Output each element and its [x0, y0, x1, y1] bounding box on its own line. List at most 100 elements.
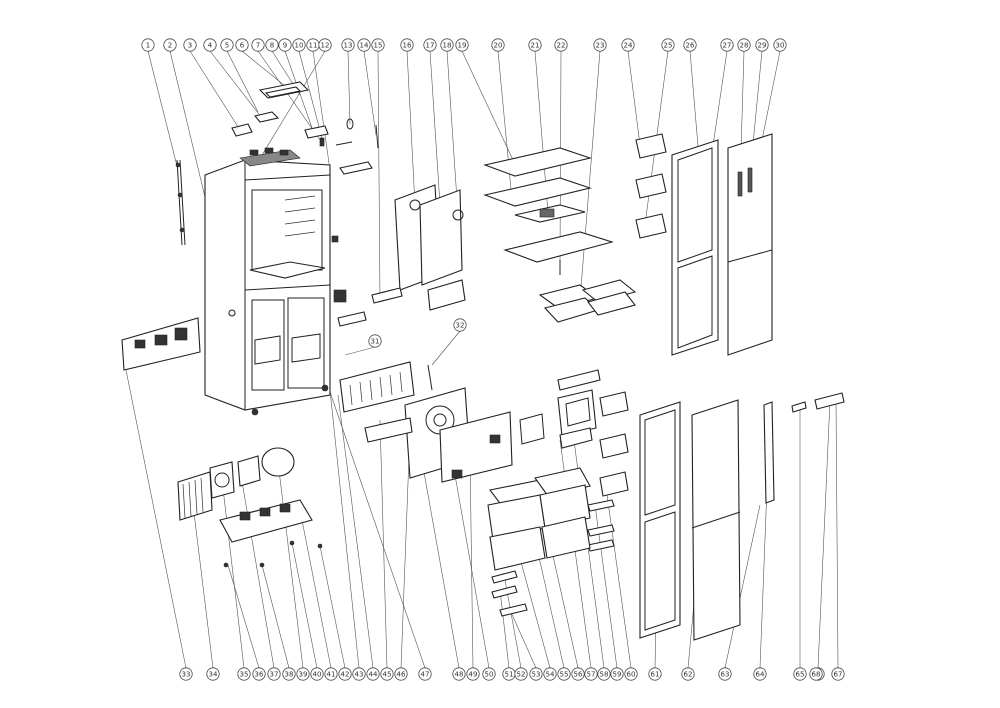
- callout-40: 40: [310, 667, 324, 681]
- leader-line: [312, 50, 331, 171]
- callout-label: 17: [426, 42, 435, 50]
- callout-label: 52: [517, 671, 526, 679]
- callout-label: 44: [369, 671, 378, 679]
- callout-55: 55: [557, 667, 571, 681]
- callout-label: 23: [596, 42, 605, 50]
- freezer-drawers: [487, 467, 591, 571]
- callout-16: 16: [400, 38, 414, 52]
- callout-label: 67: [834, 671, 843, 679]
- callout-12: 12: [318, 38, 332, 52]
- compressor-assembly: [177, 447, 323, 568]
- callout-label: 15: [374, 42, 383, 50]
- refrigerator-cabinet: [204, 147, 347, 416]
- callout-14: 14: [357, 38, 371, 52]
- callout-label: 34: [209, 671, 218, 679]
- callout-label: 57: [587, 671, 596, 679]
- callout-19: 19: [455, 38, 469, 52]
- leader-line: [189, 50, 241, 131]
- leader-line: [461, 50, 521, 176]
- leader-line: [579, 50, 601, 301]
- leader-line: [499, 589, 510, 669]
- callout-label: 39: [299, 671, 308, 679]
- leader-line: [835, 399, 839, 669]
- drawer-rails: [491, 570, 528, 617]
- callout-7: 7: [251, 38, 265, 52]
- callout-23: 23: [593, 38, 607, 52]
- callout-22: 22: [554, 38, 568, 52]
- leader-line: [627, 50, 641, 146]
- callout-label: 55: [560, 671, 569, 679]
- leader-line: [419, 449, 460, 669]
- leader-line: [337, 394, 374, 669]
- leader-line: [431, 330, 461, 366]
- callout-label: 25: [664, 42, 673, 50]
- leader-line: [759, 50, 781, 151]
- leader-line: [604, 479, 632, 669]
- fan-and-duct-assembly: [339, 361, 545, 483]
- leader-lines: [124, 50, 839, 669]
- callout-label: 11: [309, 42, 318, 50]
- callout-49: 49: [466, 667, 480, 681]
- callout-51: 51: [502, 667, 516, 681]
- leader-line: [817, 399, 831, 669]
- callout-label: 5: [225, 42, 229, 50]
- hinge-parts: [791, 392, 845, 413]
- callout-68: 68: [809, 667, 823, 681]
- callout-label: 18: [443, 42, 452, 50]
- callout-30: 30: [773, 38, 787, 52]
- callout-label: 1: [146, 42, 150, 50]
- leader-line: [291, 542, 318, 669]
- leader-line: [241, 50, 291, 91]
- callout-label: 45: [383, 671, 392, 679]
- callout-label: 19: [458, 42, 467, 50]
- callout-1: 1: [141, 38, 155, 52]
- callout-59: 59: [610, 667, 624, 681]
- callout-label: 9: [283, 42, 287, 50]
- callout-38: 38: [282, 667, 296, 681]
- leader-line: [298, 50, 323, 139]
- leader-line: [299, 509, 332, 669]
- callout-9: 9: [278, 38, 292, 52]
- callout-label: 6: [240, 42, 245, 50]
- lower-right-door: [691, 399, 741, 641]
- upper-right-door: [727, 133, 773, 356]
- callout-13: 13: [341, 38, 355, 52]
- callout-label: 24: [624, 42, 633, 50]
- callout-17: 17: [423, 38, 437, 52]
- upper-door-bins: [635, 133, 667, 239]
- callout-label: 31: [371, 338, 380, 346]
- callout-label: 20: [494, 42, 503, 50]
- callout-27: 27: [720, 38, 734, 52]
- callout-label: 27: [723, 42, 732, 50]
- callout-29: 29: [755, 38, 769, 52]
- leader-line: [226, 50, 259, 113]
- callout-3: 3: [183, 38, 197, 52]
- leader-line: [147, 50, 179, 171]
- callout-label: 42: [341, 671, 350, 679]
- callout-32: 32: [453, 318, 467, 332]
- callout-label: 56: [574, 671, 583, 679]
- callout-5: 5: [220, 38, 234, 52]
- leader-line: [724, 504, 761, 669]
- leader-line: [497, 50, 513, 201]
- callout-41: 41: [324, 667, 338, 681]
- callout-label: 50: [485, 671, 494, 679]
- leader-line: [257, 50, 321, 141]
- callout-label: 33: [182, 671, 191, 679]
- leader-line: [221, 479, 245, 669]
- evaporator-cover: [337, 184, 466, 327]
- callout-64: 64: [753, 667, 767, 681]
- door-handle-strip: [763, 401, 775, 504]
- leader-line: [329, 391, 426, 669]
- callout-42: 42: [338, 667, 352, 681]
- callout-label: 22: [557, 42, 566, 50]
- glass-shelves: [483, 147, 637, 323]
- leader-line: [124, 364, 187, 669]
- callout-label: 41: [327, 671, 336, 679]
- callout-67: 67: [831, 667, 845, 681]
- leader-line: [227, 564, 260, 669]
- callout-label: 16: [403, 42, 412, 50]
- callout-label: 38: [285, 671, 294, 679]
- callout-31: 31: [368, 334, 382, 348]
